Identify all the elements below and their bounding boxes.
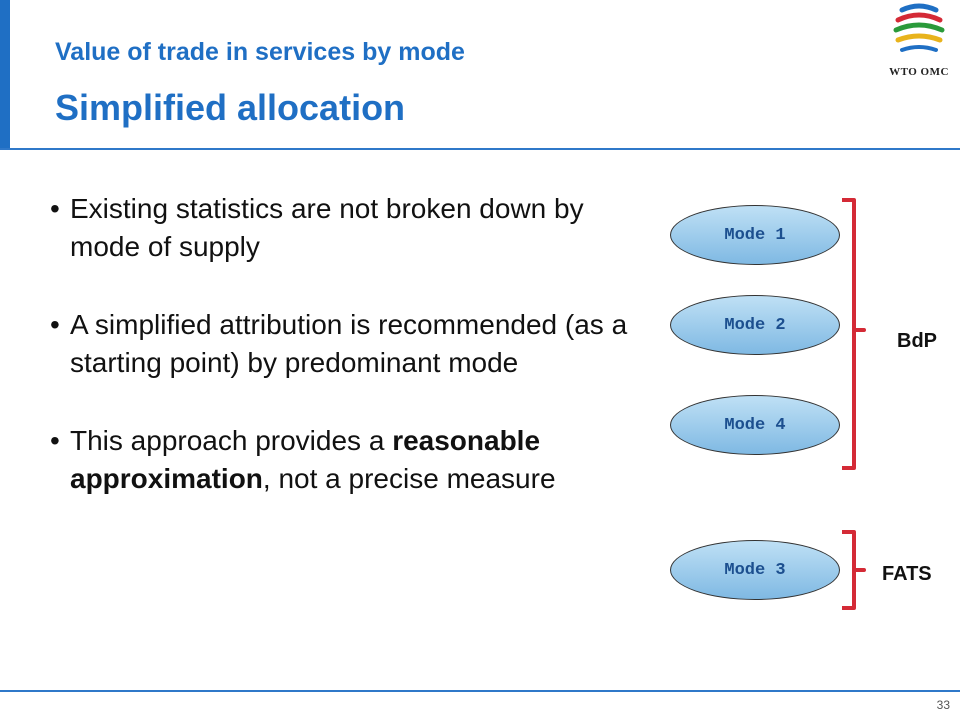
brace-icon: [842, 198, 866, 610]
bullet-text: This approach provides a: [70, 425, 393, 456]
mode-3-ellipse: Mode 3: [670, 540, 840, 600]
bdp-brace: [842, 198, 866, 470]
bdp-label: BdP: [897, 330, 937, 352]
bullet-item: Existing statistics are not broken down …: [50, 190, 650, 266]
bullet-text: A simplified attribution is recommended …: [70, 309, 628, 378]
bullet-emphasis: reasonable approximation: [70, 425, 541, 494]
mode-1-ellipse: Mode 1: [670, 205, 840, 265]
bullet-text: , not a precise measure: [262, 463, 556, 494]
bullet-text: Existing statistics are not broken down …: [70, 193, 584, 262]
mode-4-ellipse: Mode 4: [670, 395, 840, 455]
page-number: 33: [936, 698, 950, 712]
footer-divider: [0, 690, 960, 692]
bullet-item: This approach provides a reasonable appr…: [50, 422, 650, 498]
wto-logo-icon: [893, 3, 945, 52]
header-divider: [0, 148, 960, 150]
mode-2-ellipse: Mode 2: [670, 295, 840, 355]
fats-label: FATS: [882, 563, 932, 585]
bullet-item: A simplified attribution is recommended …: [50, 306, 650, 382]
title-accent-bar: [0, 0, 10, 148]
slide-title: Value of trade in services by mode: [55, 38, 465, 66]
fats-brace: [842, 530, 866, 610]
mode-diagram: Mode 1 Mode 2 Mode 4 Mode 3 BdP FATS: [660, 190, 960, 620]
logo-text: WTO OMC: [889, 66, 949, 78]
slide-subtitle: Simplified allocation: [55, 87, 406, 128]
bullet-list: Existing statistics are not broken down …: [50, 190, 650, 538]
